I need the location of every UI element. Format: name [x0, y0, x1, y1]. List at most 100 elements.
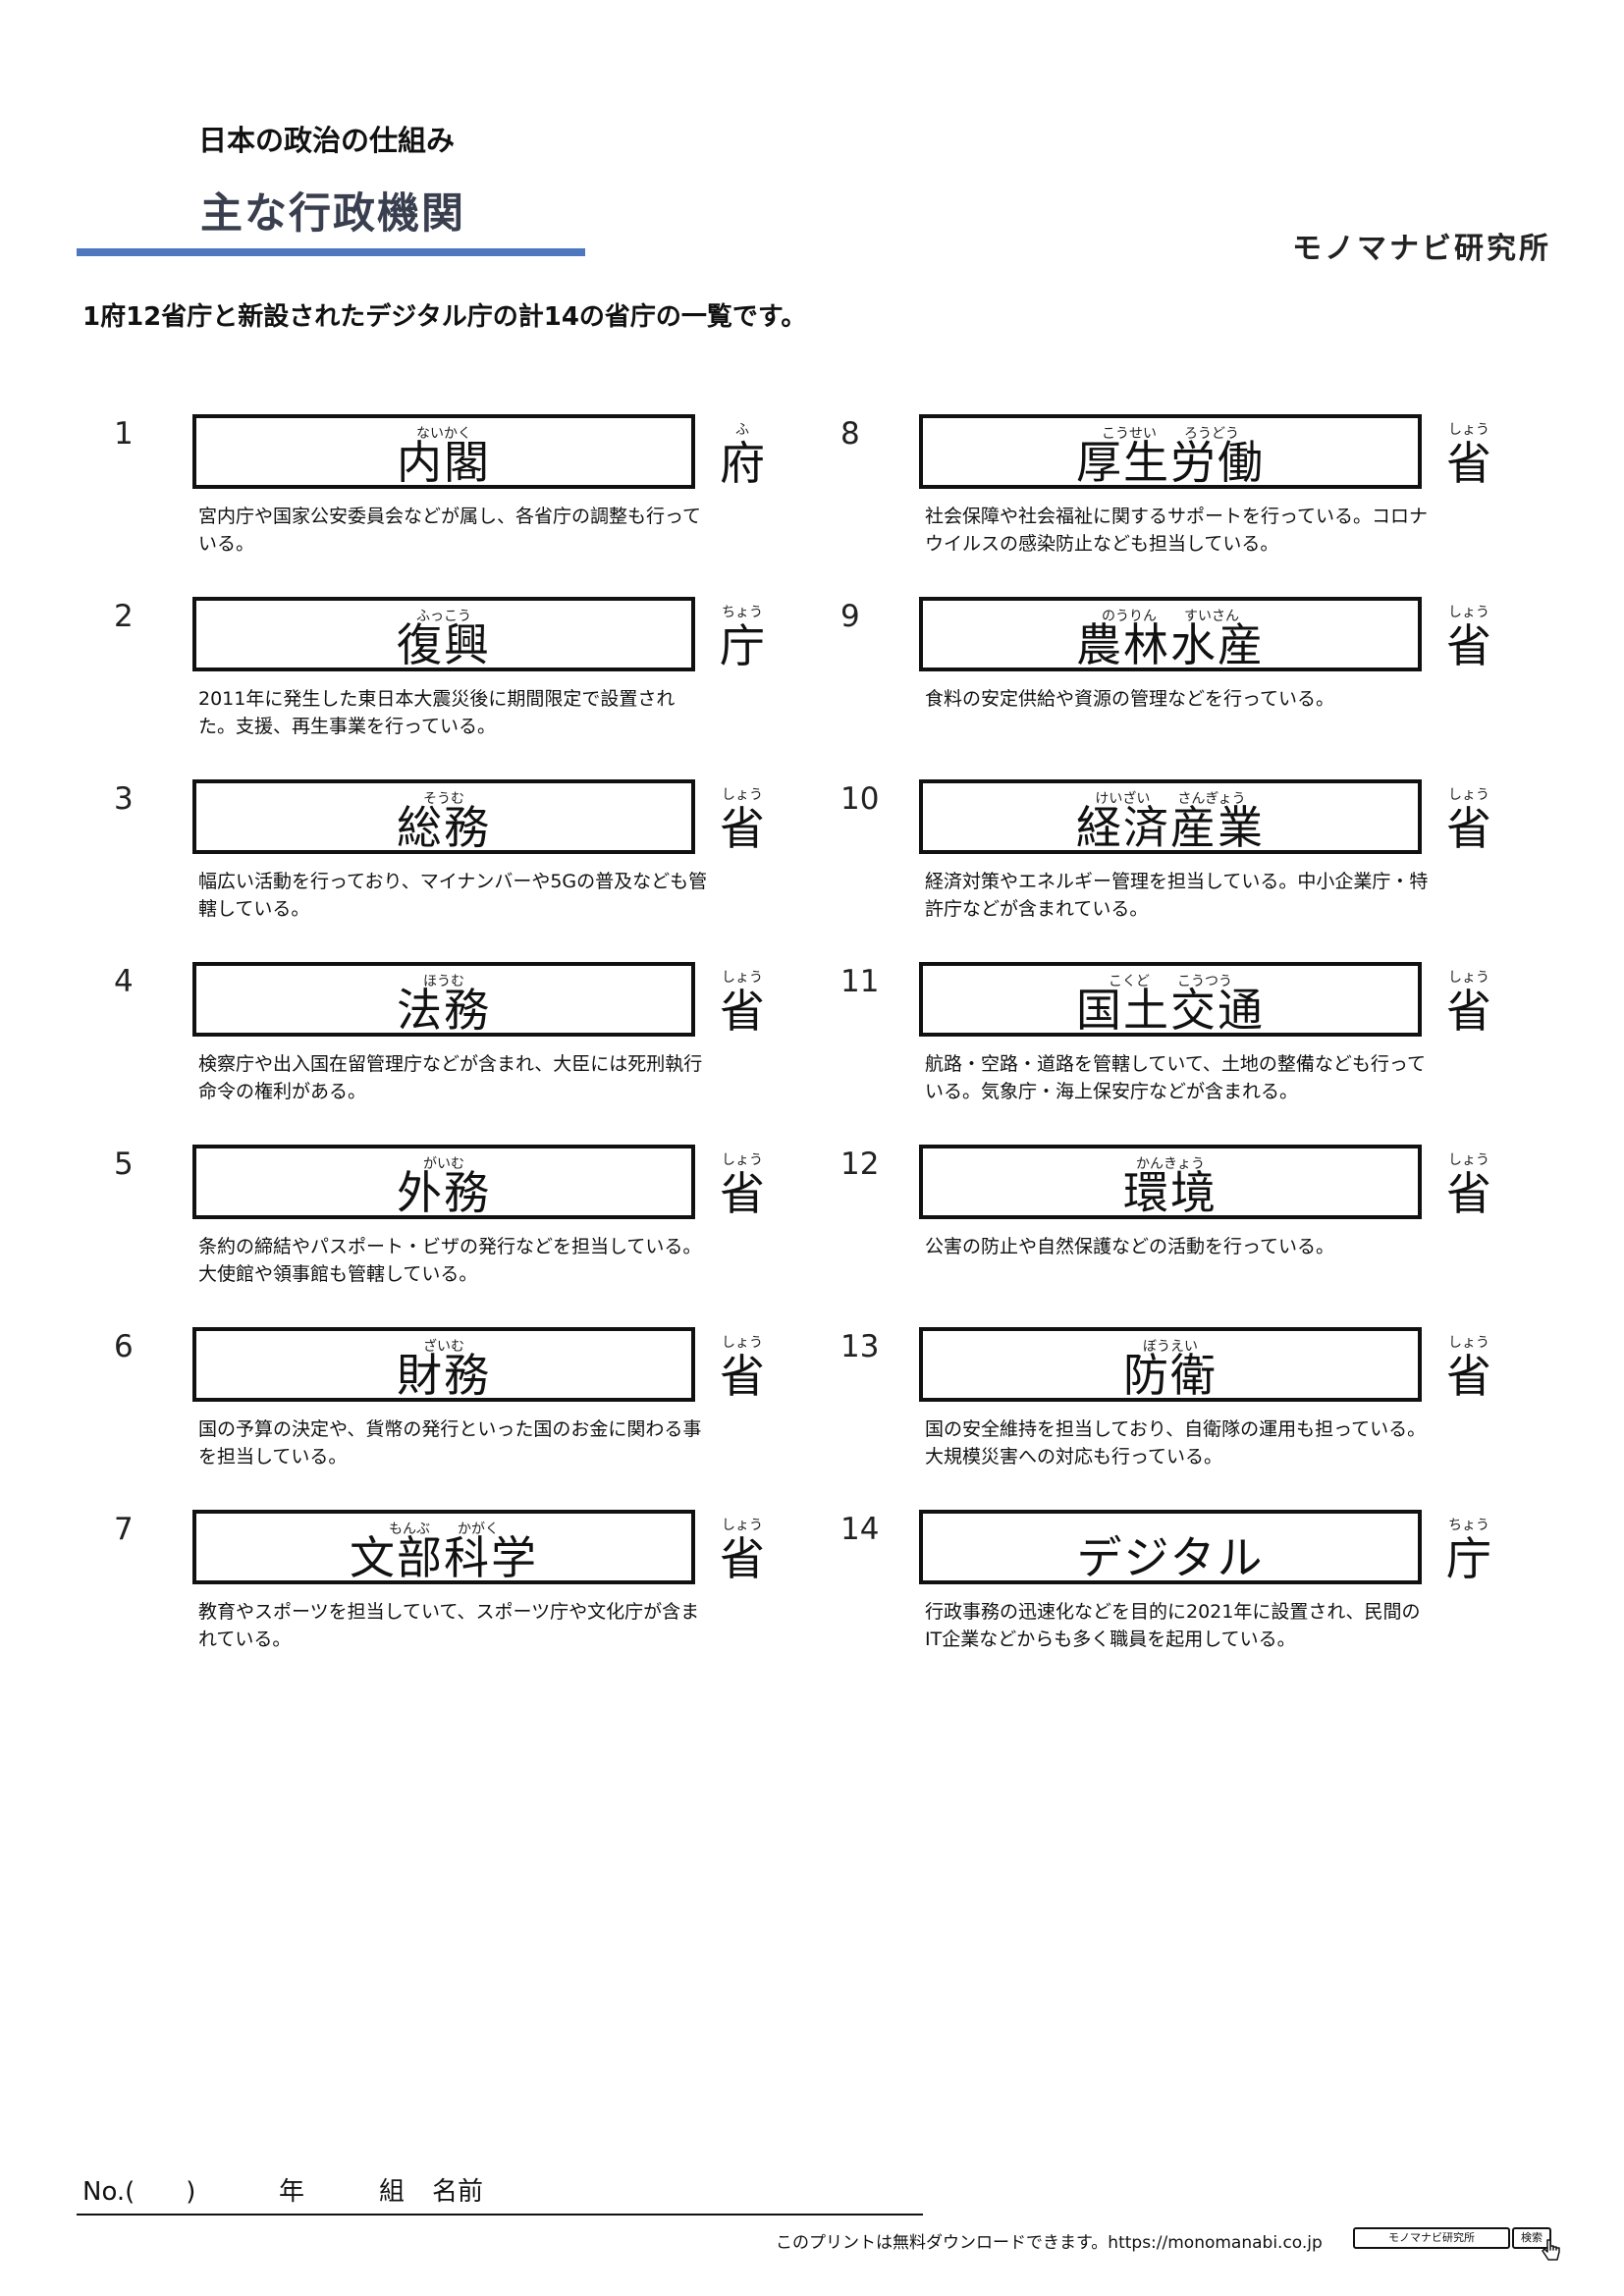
ministry-suffix: 省 — [1446, 619, 1491, 672]
ministry-name-box: けいざい さんぎょう 経済産業 — [919, 779, 1422, 854]
ministry-description: 社会保障や社会福祉に関するサポートを行っている。コロナウイルスの感染防止なども担… — [925, 506, 1429, 555]
suffix-reading: しょう — [722, 1518, 763, 1533]
ministry-entry: 8 こうせい ろうどう 厚生労働 しょう 省 社会保障や社会福祉に関するサポート… — [840, 414, 1606, 571]
ministry-description: 検察庁や出入国在留管理庁などが含まれ、大臣には死刑執行命令の権利がある。 — [198, 1053, 703, 1102]
ministry-name-box: こうせい ろうどう 厚生労働 — [919, 414, 1422, 489]
entry-number: 2 — [114, 599, 134, 634]
ministry-name-box: がいむ 外務 — [192, 1145, 695, 1219]
ministry-entry: 4 ほうむ 法務 しょう 省 検察庁や出入国在留管理庁などが含まれ、大臣には死刑… — [114, 962, 880, 1119]
ministry-name-box: ほうむ 法務 — [192, 962, 695, 1037]
suffix-reading: しょう — [1448, 787, 1489, 803]
suffix-reading: ちょう — [722, 605, 763, 620]
name-reading: こうせい ろうどう — [1102, 426, 1239, 442]
entry-number: 9 — [840, 599, 860, 634]
ministry-name-box: かんきょう 環境 — [919, 1145, 1422, 1219]
entry-number: 7 — [114, 1512, 134, 1547]
ministry-description: 公害の防止や自然保護などの活動を行っている。 — [925, 1236, 1335, 1257]
name-reading: ないかく — [416, 426, 471, 442]
suffix-reading: しょう — [722, 787, 763, 803]
ministry-suffix: 省 — [1446, 802, 1491, 855]
ministry-name: 外務 — [397, 1166, 491, 1219]
brand-logo: モノマナビ研究所 — [1292, 232, 1551, 266]
entry-number: 4 — [114, 964, 134, 999]
download-note: このプリントは無料ダウンロードできます。https://monomanabi.c… — [776, 2233, 1323, 2253]
ministry-name: デジタル — [1076, 1531, 1265, 1584]
ministry-name-box: ぼうえい 防衛 — [919, 1327, 1422, 1402]
class-label: 組 — [379, 2177, 406, 2207]
suffix-reading: しょう — [722, 1335, 763, 1351]
ministry-name: 総務 — [397, 801, 491, 854]
name-reading: かんきょう — [1136, 1156, 1205, 1172]
entry-number: 12 — [840, 1147, 880, 1182]
suffix-reading: しょう — [1448, 1335, 1489, 1351]
ministry-name: 経済産業 — [1076, 801, 1265, 854]
ministry-suffix: 省 — [1446, 1350, 1491, 1403]
suffix-reading: しょう — [722, 970, 763, 986]
ministry-name: 厚生労働 — [1076, 436, 1265, 489]
suffix-reading: しょう — [1448, 1152, 1489, 1168]
ministry-suffix: 庁 — [720, 619, 765, 672]
intro-text: 1府12省庁と新設されたデジタル庁の計14の省庁の一覧です。 — [82, 302, 807, 332]
ministry-name: 内閣 — [397, 436, 491, 489]
ministry-suffix: 省 — [1446, 437, 1491, 490]
ministry-entry: 10 けいざい さんぎょう 経済産業 しょう 省 経済対策やエネルギー管理を担当… — [840, 779, 1606, 936]
ministry-entry: 14 デジタル ちょう 庁 行政事務の迅速化などを目的に2021年に設置され、民… — [840, 1510, 1606, 1667]
ministry-entry: 7 もんぶ かがく 文部科学 しょう 省 教育やスポーツを担当していて、スポーツ… — [114, 1510, 880, 1667]
name-reading: こくど こうつう — [1109, 974, 1232, 989]
title-underline — [77, 248, 585, 256]
ministry-entry: 1 ないかく 内閣 ふ 府 宮内庁や国家公安委員会などが属し、各省庁の調整も行っ… — [114, 414, 880, 571]
entry-number: 5 — [114, 1147, 134, 1182]
ministry-name: 復興 — [397, 618, 491, 671]
ministry-description: 行政事務の迅速化などを目的に2021年に設置され、民間のIT企業などからも多く職… — [925, 1601, 1421, 1650]
ministry-description: 食料の安定供給や資源の管理などを行っている。 — [925, 688, 1335, 710]
ministry-name-box: ざいむ 財務 — [192, 1327, 695, 1402]
name-reading: のうりん すいさん — [1102, 609, 1239, 624]
ministry-description: 国の予算の決定や、貨幣の発行といった国のお金に関わる事を担当している。 — [198, 1418, 702, 1468]
ministry-suffix: 省 — [720, 1167, 765, 1220]
ministry-entry: 11 こくど こうつう 国土交通 しょう 省 航路・空路・道路を管轄していて、土… — [840, 962, 1606, 1119]
ministry-description: 幅広い活動を行っており、マイナンバーや5Gの普及なども管轄している。 — [198, 871, 708, 920]
name-reading: そうむ — [423, 791, 464, 807]
entry-number: 10 — [840, 781, 880, 817]
ministry-description: 経済対策やエネルギー管理を担当している。中小企業庁・特許庁などが含まれている。 — [925, 871, 1429, 920]
ministry-name-box: もんぶ かがく 文部科学 — [192, 1510, 695, 1584]
ministry-suffix: 府 — [720, 437, 765, 490]
suffix-reading: しょう — [1448, 970, 1489, 986]
ministry-name: 法務 — [397, 984, 491, 1037]
ministry-name: 防衛 — [1123, 1349, 1218, 1402]
ministry-description: 条約の締結やパスポート・ビザの発行などを担当している。大使館や領事館も管轄してい… — [198, 1236, 702, 1285]
ministry-name: 財務 — [397, 1349, 491, 1402]
entry-number: 1 — [114, 416, 134, 452]
suffix-reading: ふ — [735, 422, 749, 438]
ministry-name-box: デジタル — [919, 1510, 1422, 1584]
name-reading: ほうむ — [423, 974, 464, 989]
subject-heading: 日本の政治の仕組み — [198, 124, 456, 157]
ministry-entry: 3 そうむ 総務 しょう 省 幅広い活動を行っており、マイナンバーや5Gの普及な… — [114, 779, 880, 936]
entry-number: 8 — [840, 416, 860, 452]
ministry-name: 文部科学 — [350, 1531, 538, 1584]
hand-cursor-icon — [1542, 2239, 1560, 2261]
ministry-entry: 9 のうりん すいさん 農林水産 しょう 省 食料の安定供給や資源の管理などを行… — [840, 597, 1606, 754]
suffix-reading: しょう — [1448, 422, 1489, 438]
ministry-entry: 6 ざいむ 財務 しょう 省 国の予算の決定や、貨幣の発行といった国のお金に関わ… — [114, 1327, 880, 1484]
suffix-reading: ちょう — [1448, 1518, 1489, 1533]
ministry-entry: 5 がいむ 外務 しょう 省 条約の締結やパスポート・ビザの発行などを担当してい… — [114, 1145, 880, 1302]
name-reading: けいざい さんぎょう — [1095, 791, 1246, 807]
search-button-graphic: 検索 — [1512, 2227, 1551, 2249]
entry-number: 13 — [840, 1329, 880, 1364]
ministry-name-box: そうむ 総務 — [192, 779, 695, 854]
name-reading: ふっこう — [416, 609, 471, 624]
ministry-name-box: ないかく 内閣 — [192, 414, 695, 489]
name-reading: もんぶ かがく — [389, 1522, 499, 1537]
name-reading: ぼうえい — [1143, 1339, 1198, 1355]
ministry-suffix: 省 — [720, 1350, 765, 1403]
ministry-name-box: のうりん すいさん 農林水産 — [919, 597, 1422, 671]
ministry-suffix: 省 — [1446, 985, 1491, 1038]
page-title: 主な行政機関 — [200, 189, 465, 239]
name-reading: ざいむ — [423, 1339, 464, 1355]
ministry-description: 国の安全維持を担当しており、自衛隊の運用も担っている。大規模災害への対応も行って… — [925, 1418, 1427, 1468]
ministry-entry: 12 かんきょう 環境 しょう 省 公害の防止や自然保護などの活動を行っている。 — [840, 1145, 1606, 1302]
ministry-description: 2011年に発生した東日本大震災後に期間限定で設置された。支援、再生事業を行って… — [198, 688, 676, 737]
ministry-name-box: こくど こうつう 国土交通 — [919, 962, 1422, 1037]
name-label: 名前 — [432, 2177, 484, 2207]
